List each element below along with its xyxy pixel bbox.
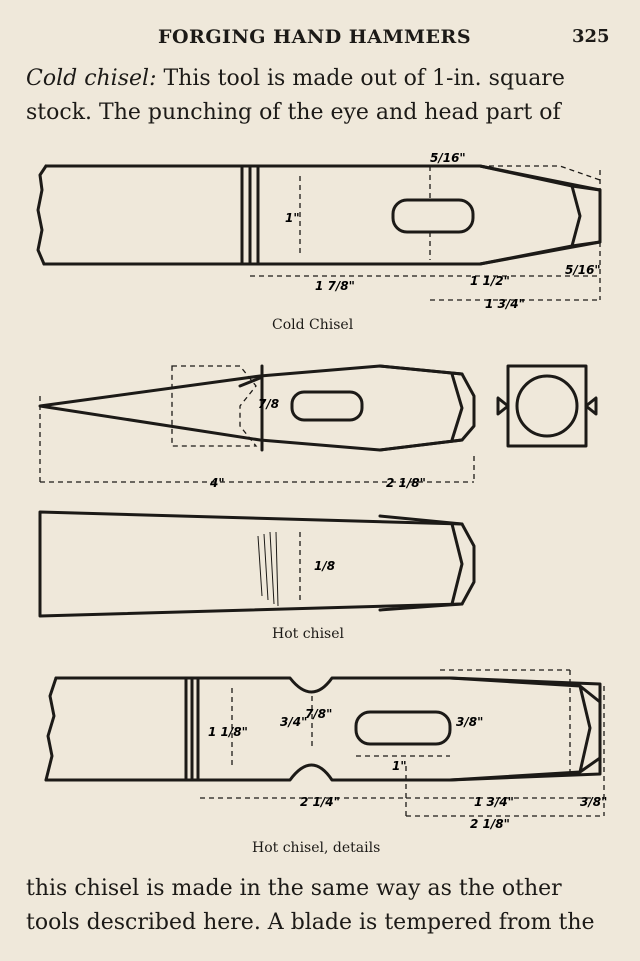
dim-tip: 3/8" <box>580 795 607 809</box>
dim-edge: 5/16" <box>565 263 601 277</box>
closing-paragraph: this chisel is made in the same way as t… <box>26 876 595 935</box>
intro-paragraph: Cold chisel: This tool is made out of 1-… <box>26 62 614 130</box>
caption-cold-chisel: Cold Chisel <box>272 317 354 333</box>
dim-neck-a: 3/4" <box>280 715 307 729</box>
dim-eye-h: 3/8" <box>456 715 483 729</box>
figure-hot-chisel-details: 1 1/8" 3/4" 7/8" 3/8" 1" 2 1/4" 1 3/4" 3… <box>0 666 640 862</box>
figure-hot-chisel: 7/8 4" 2 1/8" 1/8 Hot chisel <box>0 356 640 646</box>
dim-eye-offset: 5/16" <box>430 151 466 165</box>
dim-len-b: 1 3/4" <box>474 795 514 809</box>
dim-height-details: 1 1/8" <box>208 725 248 739</box>
hot-chisel-details-drawing: 1 1/8" 3/4" 7/8" 3/8" 1" 2 1/4" 1 3/4" 3… <box>44 669 607 831</box>
dim-length-c: 1 3/4" <box>485 297 525 311</box>
intro-lead: Cold chisel: <box>26 66 157 91</box>
dim-height: 1" <box>285 211 300 225</box>
dim-head: 2 1/8" <box>386 476 426 490</box>
dim-neck-b: 7/8" <box>305 707 332 721</box>
hot-chisel-drawing: 7/8 4" 2 1/8" 1/8 <box>38 364 598 618</box>
caption-hot-chisel-details: Hot chisel, details <box>252 840 381 856</box>
dim-len-a: 2 1/4" <box>300 795 340 809</box>
running-title: FORGING HAND HAMMERS <box>158 26 472 48</box>
dim-overall: 4" <box>209 476 225 490</box>
dim-eye-width: 7/8 <box>258 397 279 411</box>
intro-text: This tool is made out of 1-in. square st… <box>26 66 565 125</box>
dim-height-hot: 1/8 <box>314 559 335 573</box>
figure-cold-chisel: 5/16" 1" 1 7/8" 1 1/2" 5/16" 1 3/4" Cold… <box>0 150 640 340</box>
dim-len-c: 2 1/8" <box>470 817 510 831</box>
cold-chisel-drawing: 5/16" 1" 1 7/8" 1 1/2" 5/16" 1 3/4" <box>36 151 602 311</box>
caption-hot-chisel: Hot chisel <box>272 626 344 642</box>
dim-eye-len: 1" <box>392 759 407 773</box>
page-number: 325 <box>572 26 610 47</box>
dim-length-a: 1 7/8" <box>315 279 355 293</box>
page-header: FORGING HAND HAMMERS 325 <box>0 26 640 56</box>
dim-length-b: 1 1/2" <box>470 274 510 288</box>
